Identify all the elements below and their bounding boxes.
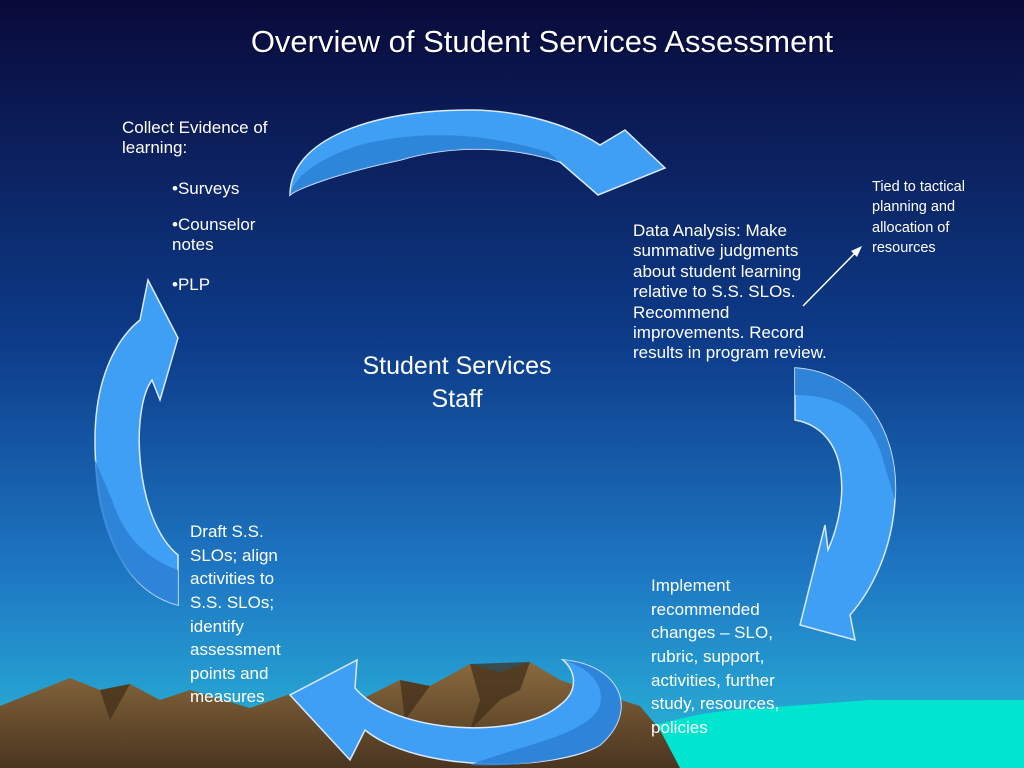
- tactical-note: Tied to tactical planning and allocation…: [872, 179, 965, 256]
- collect-item-surveys: •Surveys: [172, 179, 240, 198]
- note-pointer-arrowhead: [851, 246, 862, 257]
- water-area: [640, 700, 1024, 768]
- collect-evidence-heading: Collect Evidence of learning:: [122, 118, 268, 158]
- cycle-arrow-top-shade: [290, 135, 560, 195]
- cycle-arrow-bottom-shade: [470, 660, 621, 766]
- draft-slos-text: Draft S.S. SLOs; align activities to S.S…: [190, 522, 281, 707]
- cycle-arrow-right-shade: [795, 368, 896, 500]
- mountain-shading: [100, 662, 530, 730]
- note-pointer-line: [802, 249, 859, 307]
- implement-changes-text: Implement recommended changes – SLO, rub…: [651, 576, 780, 737]
- data-analysis-text: Data Analysis: Make summative judgments …: [633, 221, 827, 363]
- collect-item-counselor-notes: •Counselor notes: [172, 215, 256, 255]
- slide-title: Overview of Student Services Assessment: [250, 24, 834, 59]
- center-label: Student Services Staff: [362, 352, 552, 413]
- collect-item-plp: •PLP: [172, 275, 211, 294]
- cycle-arrow-left-shade: [95, 460, 178, 605]
- cycle-arrow-top: [289, 109, 667, 197]
